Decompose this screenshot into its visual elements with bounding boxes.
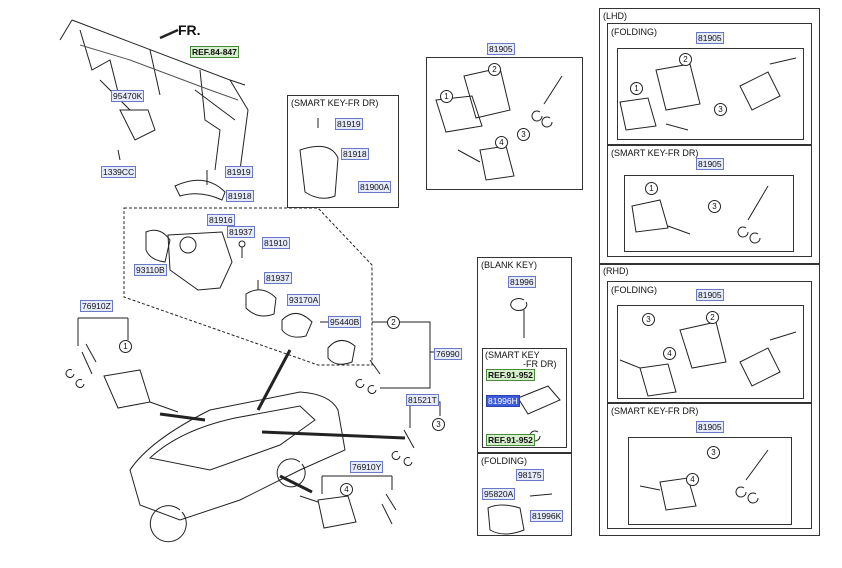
- part-81905-rhd-folding[interactable]: 81905: [696, 289, 724, 301]
- lhd-folding-box: [607, 23, 812, 145]
- part-81905-lhd-folding[interactable]: 81905: [696, 32, 724, 44]
- callout-1: 1: [440, 90, 453, 103]
- callout-1: 1: [630, 82, 643, 95]
- part-81521T[interactable]: 81521T: [406, 394, 439, 406]
- folding-box: [477, 453, 572, 536]
- lhd-smart-inner-box: [624, 175, 794, 252]
- part-98175[interactable]: 98175: [516, 469, 544, 481]
- part-81996K[interactable]: 81996K: [530, 510, 564, 522]
- callout-3: 3: [432, 418, 445, 431]
- rhd-smart-inner-box: [628, 437, 792, 525]
- lock-assembly-dashed-box: [123, 207, 373, 366]
- part-93110B[interactable]: 93110B: [134, 264, 167, 276]
- callout-3: 3: [517, 128, 530, 141]
- part-81937-upper[interactable]: 81937: [227, 226, 255, 238]
- callout-3: 3: [714, 103, 727, 116]
- crossbar-frame: [59, 19, 249, 171]
- callout-2: 2: [679, 53, 692, 66]
- part-81918-smart[interactable]: 81918: [341, 148, 369, 160]
- callout-3: 3: [708, 200, 721, 213]
- caption-smart-key-a: (SMART KEY: [485, 350, 540, 360]
- part-95470K[interactable]: 95470K: [111, 90, 145, 102]
- part-81996H[interactable]: 81996H: [486, 395, 520, 407]
- lhd-smart-box: [607, 145, 812, 257]
- callout-4: 4: [686, 473, 699, 486]
- caption-smart-key-fr-dr: (SMART KEY-FR DR): [291, 98, 379, 108]
- part-81900A[interactable]: 81900A: [358, 181, 392, 193]
- caption-rhd-folding: (FOLDING): [611, 285, 657, 295]
- ref-91-952-top[interactable]: REF.91-952: [486, 369, 535, 381]
- part-95440B[interactable]: 95440B: [328, 316, 362, 328]
- part-95820A[interactable]: 95820A: [482, 488, 516, 500]
- part-93170A[interactable]: 93170A: [287, 294, 321, 306]
- callout-3: 3: [707, 446, 720, 459]
- part-81937-lower[interactable]: 81937: [264, 272, 292, 284]
- part-1339CC[interactable]: 1339CC: [101, 166, 137, 178]
- part-81905-lhd-smart[interactable]: 81905: [696, 158, 724, 170]
- callout-4: 4: [663, 347, 676, 360]
- callout-3: 3: [642, 313, 655, 326]
- caption-rhd: (RHD): [603, 266, 629, 276]
- caption-smart-key-b: -FR DR): [523, 359, 557, 369]
- switch-93170A: [245, 289, 277, 317]
- caption-blank-key: (BLANK KEY): [481, 260, 538, 270]
- caption-lhd-smart: (SMART KEY-FR DR): [611, 148, 699, 158]
- blank-key: [510, 298, 528, 338]
- part-76910Y[interactable]: 76910Y: [350, 461, 384, 473]
- part-81905-rhd-smart[interactable]: 81905: [696, 421, 724, 433]
- rhd-folding-box: [607, 281, 812, 403]
- blank-key-box: [477, 257, 572, 453]
- callout-2: 2: [488, 63, 501, 76]
- lhd-box: [599, 8, 820, 264]
- car-outline: [129, 391, 346, 521]
- steering-lock-body: [167, 231, 233, 291]
- part-76990[interactable]: 76990: [434, 348, 462, 360]
- part-81905-main[interactable]: 81905: [487, 43, 515, 55]
- smart-key-fr-dr-box: [287, 95, 399, 208]
- callout-1: 1: [119, 340, 132, 353]
- callout-1: 1: [645, 182, 658, 195]
- smart-key-inner-box: [482, 348, 567, 448]
- callout-4: 4: [495, 136, 508, 149]
- caption-lhd-folding: (FOLDING): [611, 27, 657, 37]
- part-81919[interactable]: 81919: [225, 166, 253, 178]
- callout-2: 2: [387, 316, 400, 329]
- rhd-box: [599, 264, 820, 536]
- part-81910[interactable]: 81910: [262, 237, 290, 249]
- callout-4: 4: [340, 483, 353, 496]
- caption-folding: (FOLDING): [481, 456, 527, 466]
- ref-84-847[interactable]: REF.84-847: [190, 46, 239, 58]
- front-direction-label: FR.: [178, 22, 201, 38]
- ref-91-952-bottom[interactable]: REF.91-952: [486, 434, 535, 446]
- rhd-folding-inner-box: [617, 305, 804, 399]
- rhd-smart-box: [607, 403, 812, 529]
- callout-2: 2: [706, 311, 719, 324]
- caption-lhd: (LHD): [603, 11, 627, 21]
- key-set-a: [65, 343, 97, 388]
- part-76910Z[interactable]: 76910Z: [80, 300, 113, 312]
- part-81996[interactable]: 81996: [508, 276, 536, 288]
- part-81918[interactable]: 81918: [226, 190, 254, 202]
- caption-rhd-smart: (SMART KEY-FR DR): [611, 406, 699, 416]
- part-81916[interactable]: 81916: [207, 214, 235, 226]
- key-set-81905-box: [426, 57, 583, 190]
- part-81918-shape: [174, 179, 226, 201]
- door-cylinder-76910Y: [317, 495, 357, 529]
- part-81919-smart[interactable]: 81919: [335, 118, 363, 130]
- door-cylinder-76910Z: [103, 369, 151, 409]
- lhd-folding-inner-box: [617, 48, 804, 140]
